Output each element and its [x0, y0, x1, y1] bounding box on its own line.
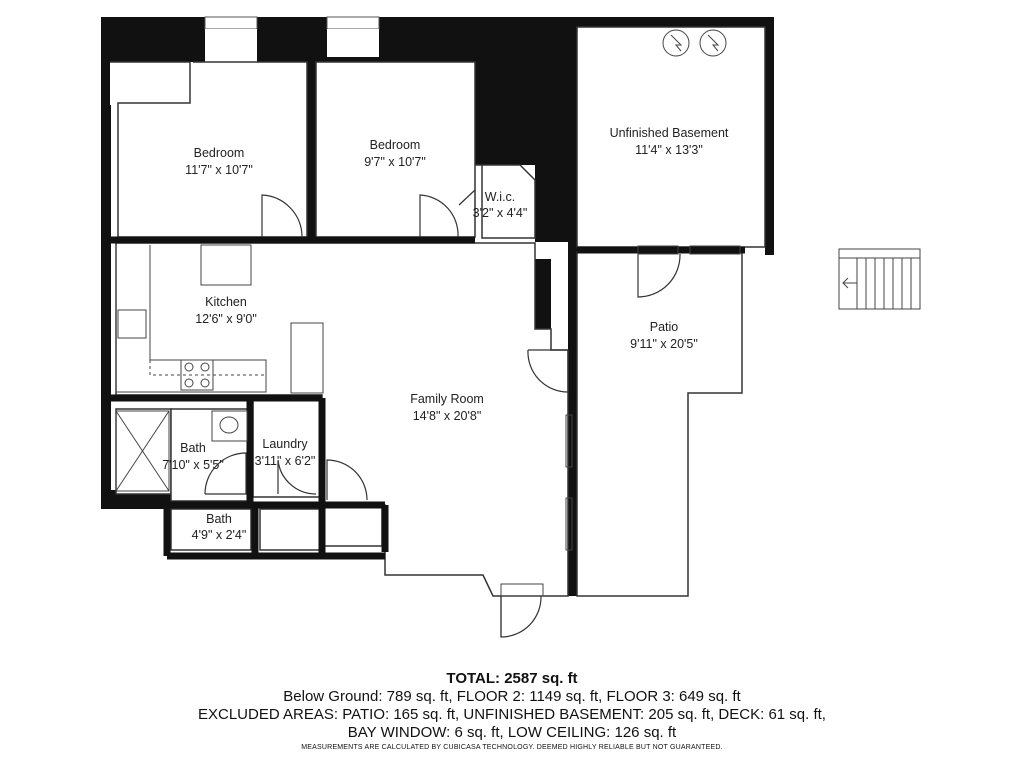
excluded-areas-continued: BAY WINDOW: 6 sq. ft, LOW CEILING: 126 s… — [347, 724, 677, 741]
room-dims-laundry: 3'11" x 6'2" — [255, 454, 316, 468]
top-windows — [204, 16, 380, 63]
room-dims-bedroom-2: 9'7" x 10'7" — [364, 155, 426, 169]
room-name-laundry: Laundry — [262, 437, 308, 451]
outline-details — [115, 29, 921, 597]
room-name-family-room: Family Room — [410, 392, 484, 406]
room-dims-bedroom-1: 11'7" x 10'7" — [185, 163, 253, 177]
total-area: TOTAL: 2587 sq. ft — [446, 670, 578, 687]
interior-walls — [110, 236, 745, 560]
doors — [204, 189, 681, 638]
room-dims-bath-1: 7'10" x 5'5" — [162, 458, 224, 472]
room-name-bath-1: Bath — [180, 441, 206, 455]
room-dims-unfinished-basement: 11'4" x 13'3" — [635, 143, 703, 157]
excluded-areas: EXCLUDED AREAS: PATIO: 165 sq. ft, UNFIN… — [198, 706, 826, 723]
disclaimer: MEASUREMENTS ARE CALCULATED BY CUBICASA … — [301, 744, 723, 751]
room-dims-kitchen: 12'6" x 9'0" — [195, 312, 257, 326]
room-dims-family-room: 14'8" x 20'8" — [413, 409, 482, 423]
room-name-bedroom-1: Bedroom — [194, 146, 245, 160]
room-labels: Bedroom 11'7" x 10'7" Bedroom 9'7" x 10'… — [162, 126, 729, 542]
room-interiors — [110, 26, 766, 597]
room-dims-bath-2: 4'9" x 2'4" — [192, 528, 247, 542]
room-dims-patio: 9'11" x 20'5" — [630, 337, 698, 351]
room-name-unfinished-basement: Unfinished Basement — [610, 126, 729, 140]
floor-plan: Bedroom 11'7" x 10'7" Bedroom 9'7" x 10'… — [101, 16, 921, 638]
room-dims-wic: 3'2" x 4'4" — [473, 206, 528, 220]
room-name-kitchen: Kitchen — [205, 295, 247, 309]
room-name-patio: Patio — [650, 320, 679, 334]
area-summary: TOTAL: 2587 sq. ft Below Ground: 789 sq.… — [0, 669, 1024, 753]
room-name-bath-2: Bath — [206, 512, 232, 526]
floor-areas: Below Ground: 789 sq. ft, FLOOR 2: 1149 … — [283, 688, 741, 705]
room-name-bedroom-2: Bedroom — [370, 138, 421, 152]
room-name-wic: W.i.c. — [485, 190, 516, 204]
